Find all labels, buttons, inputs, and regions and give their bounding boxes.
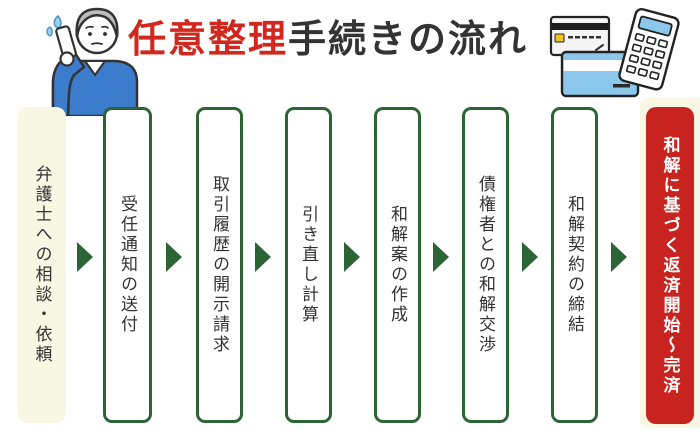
flow-step-repayment-to-completion: 和解に基づく返済開始～完済: [646, 107, 694, 424]
arrow-right-icon: [255, 242, 271, 272]
worried-man-on-phone-illustration: [46, 7, 139, 116]
arrow-right-icon: [166, 242, 182, 272]
flow-step-transaction-history-request: 取引履歴の開示請求: [196, 107, 243, 423]
arrow-right-icon: [433, 242, 449, 272]
arrow-right-icon: [77, 242, 93, 272]
flow-step-settlement-contract: 和解契約の締結: [551, 107, 598, 423]
flow-step-notice-of-acceptance: 受任通知の送付: [103, 107, 152, 423]
flow-step-settlement-draft: 和解案の作成: [374, 107, 421, 423]
shirt-collar: [83, 60, 107, 77]
flow-step-recalculation: 引き直し計算: [285, 107, 332, 423]
cards-and-calculator-illustration: [549, 7, 680, 98]
flow-step-consult-lawyer: 弁護士への相談・依頼: [18, 107, 66, 423]
flow-step-negotiation-with-creditors: 債権者との和解交渉: [462, 107, 509, 423]
hand: [59, 51, 75, 67]
title-highlight: 任意整理: [128, 19, 289, 61]
arrow-right-icon: [522, 242, 538, 272]
face-features: [85, 25, 109, 45]
arrow-right-icon: [611, 242, 627, 272]
arm-sleeve: [51, 51, 86, 116]
credit-card-icon: [549, 15, 611, 57]
arrow-right-icon: [344, 242, 360, 272]
page-title: 任意整理手続きの流れ: [128, 19, 529, 62]
calculator-icon: [618, 7, 680, 91]
title-rest: 手続きの流れ: [288, 19, 529, 61]
gray-hair: [75, 7, 119, 38]
